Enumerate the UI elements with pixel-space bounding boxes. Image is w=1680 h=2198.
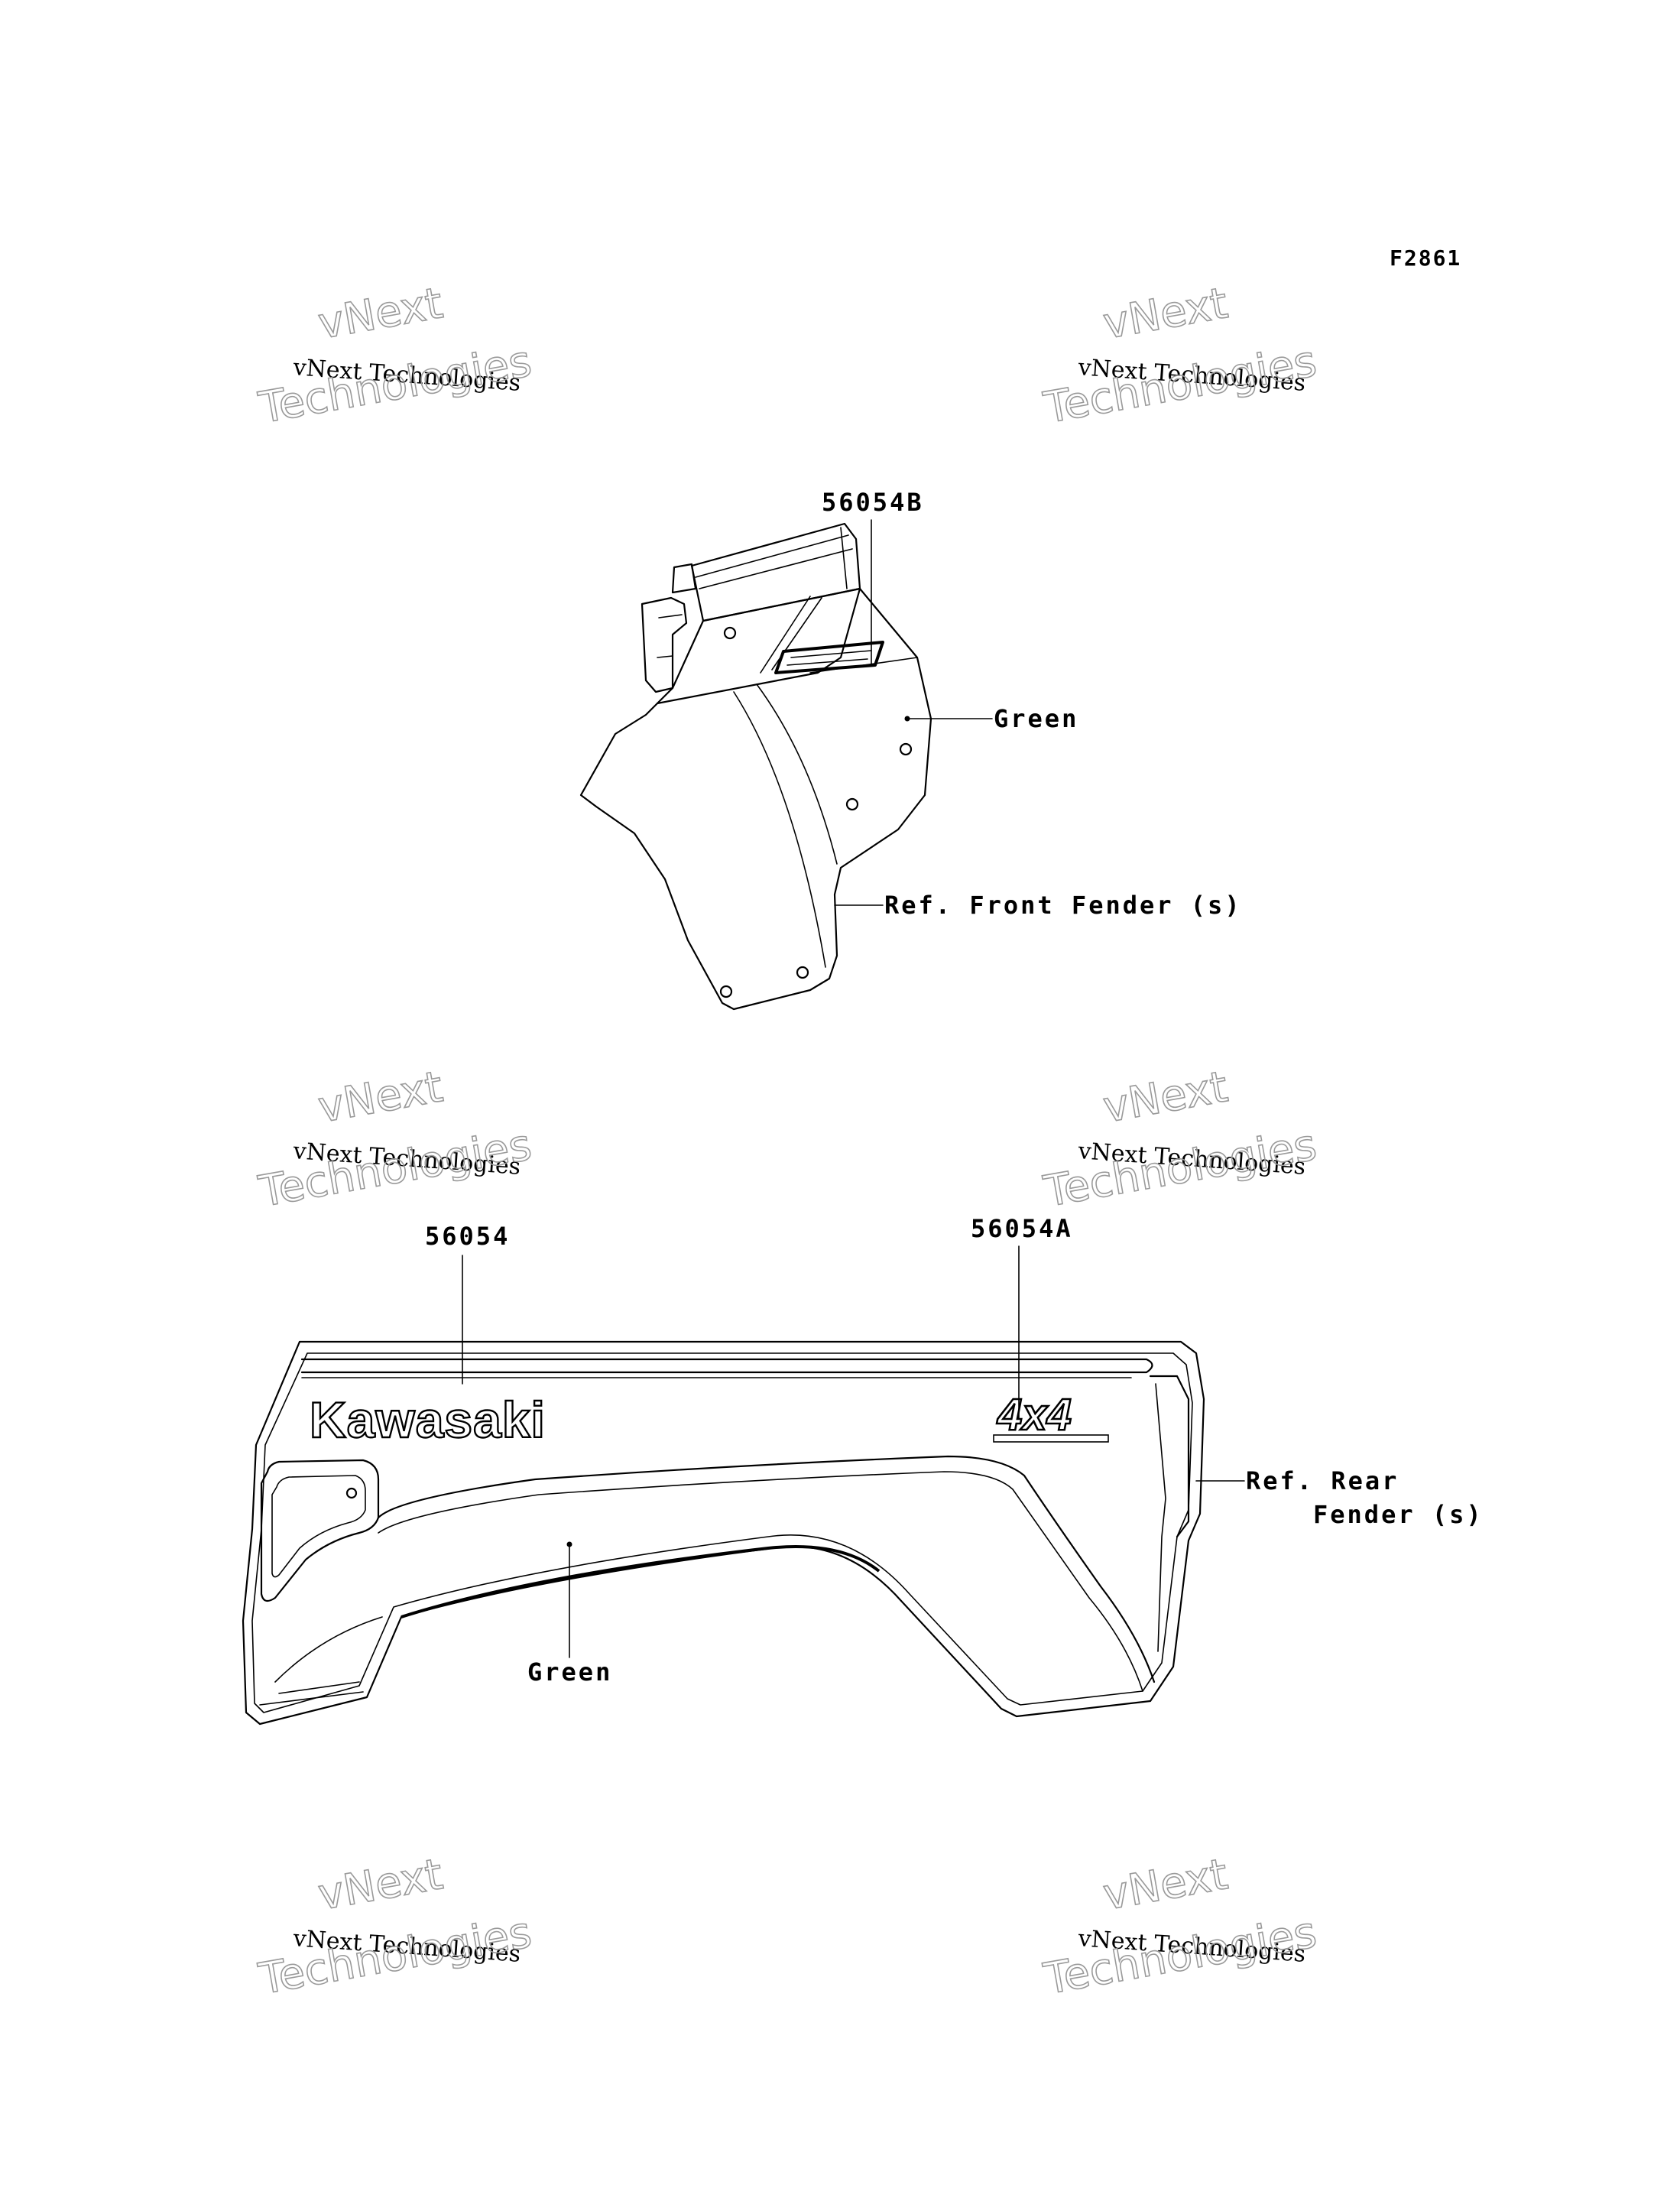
watermark-outline-bottom: Technologies <box>255 1907 536 2005</box>
rear-fender-part-number-right: 56054A <box>971 1214 1073 1243</box>
rear-fender-hole <box>345 1487 358 1499</box>
front-fender-hole <box>899 742 913 756</box>
watermark-bottom-right: vNext vNext Technologies Technologies <box>1039 1849 1321 2005</box>
watermark-outline-bottom: Technologies <box>1040 1120 1321 1217</box>
watermark-outline-top: vNext <box>315 1849 446 1920</box>
watermark-outline-top: vNext <box>1100 1062 1231 1132</box>
front-fender-part-number: 56054B <box>822 488 924 517</box>
front-fender-color-label: Green <box>994 704 1078 733</box>
rear-fender-top-stripe <box>300 1358 1153 1374</box>
front-fender-decal-emblem <box>774 641 884 674</box>
figure-code: F2861 <box>1390 245 1461 271</box>
front-fender-drawing <box>579 522 932 1011</box>
front-fender-tab-upper <box>671 563 697 594</box>
watermark-bottom-left: vNext vNext Technologies Technologies <box>255 1849 536 2005</box>
front-fender-hole <box>719 985 733 998</box>
front-fender-hole <box>845 797 859 811</box>
rear-fender-part-number-left: 56054 <box>425 1222 510 1251</box>
watermark-mid-right: vNext vNext Technologies Technologies <box>1039 1061 1321 1217</box>
watermark-outline-top: vNext <box>1100 278 1231 349</box>
watermark-outline-bottom: Technologies <box>1040 1907 1321 2005</box>
watermark-outline-bottom: Technologies <box>255 1120 536 1217</box>
watermark-outline-top: vNext <box>315 278 446 349</box>
front-fender-hole <box>796 966 809 979</box>
watermark-outline-top: vNext <box>1100 1849 1231 1920</box>
front-fender-tab-lower <box>641 596 688 693</box>
front-fender-body-outline <box>579 587 932 1011</box>
rear-fender-color-label: Green <box>527 1657 612 1687</box>
watermark-top-right: vNext vNext Technologies Technologies <box>1039 278 1321 433</box>
rear-fender-ref-label-line1: Ref. Rear <box>1246 1466 1399 1495</box>
rear-fender-drawing <box>242 1340 1205 1726</box>
watermark-outline-bottom: Technologies <box>1040 336 1321 433</box>
rear-fender-brand-decal: Kawasaki <box>310 1391 546 1448</box>
front-fender-top-panel <box>690 522 861 622</box>
front-fender-ref-label: Ref. Front Fender (s) <box>884 891 1242 920</box>
front-fender-hole <box>723 626 737 640</box>
rear-fender-ref-label-line2: Fender (s) <box>1313 1500 1484 1529</box>
rear-fender-4x4-decal: 4x4 <box>997 1390 1072 1440</box>
rear-fender-window-outer <box>260 1459 380 1602</box>
watermark-outline-bottom: Technologies <box>255 336 536 433</box>
watermark-mid-left: vNext vNext Technologies Technologies <box>255 1061 536 1217</box>
rear-fender-window-inner <box>271 1475 366 1578</box>
rear-fender-4x4-subtitle-bar <box>993 1434 1109 1443</box>
watermark-top-left: vNext vNext Technologies Technologies <box>255 278 536 433</box>
watermark-outline-top: vNext <box>315 1062 446 1132</box>
